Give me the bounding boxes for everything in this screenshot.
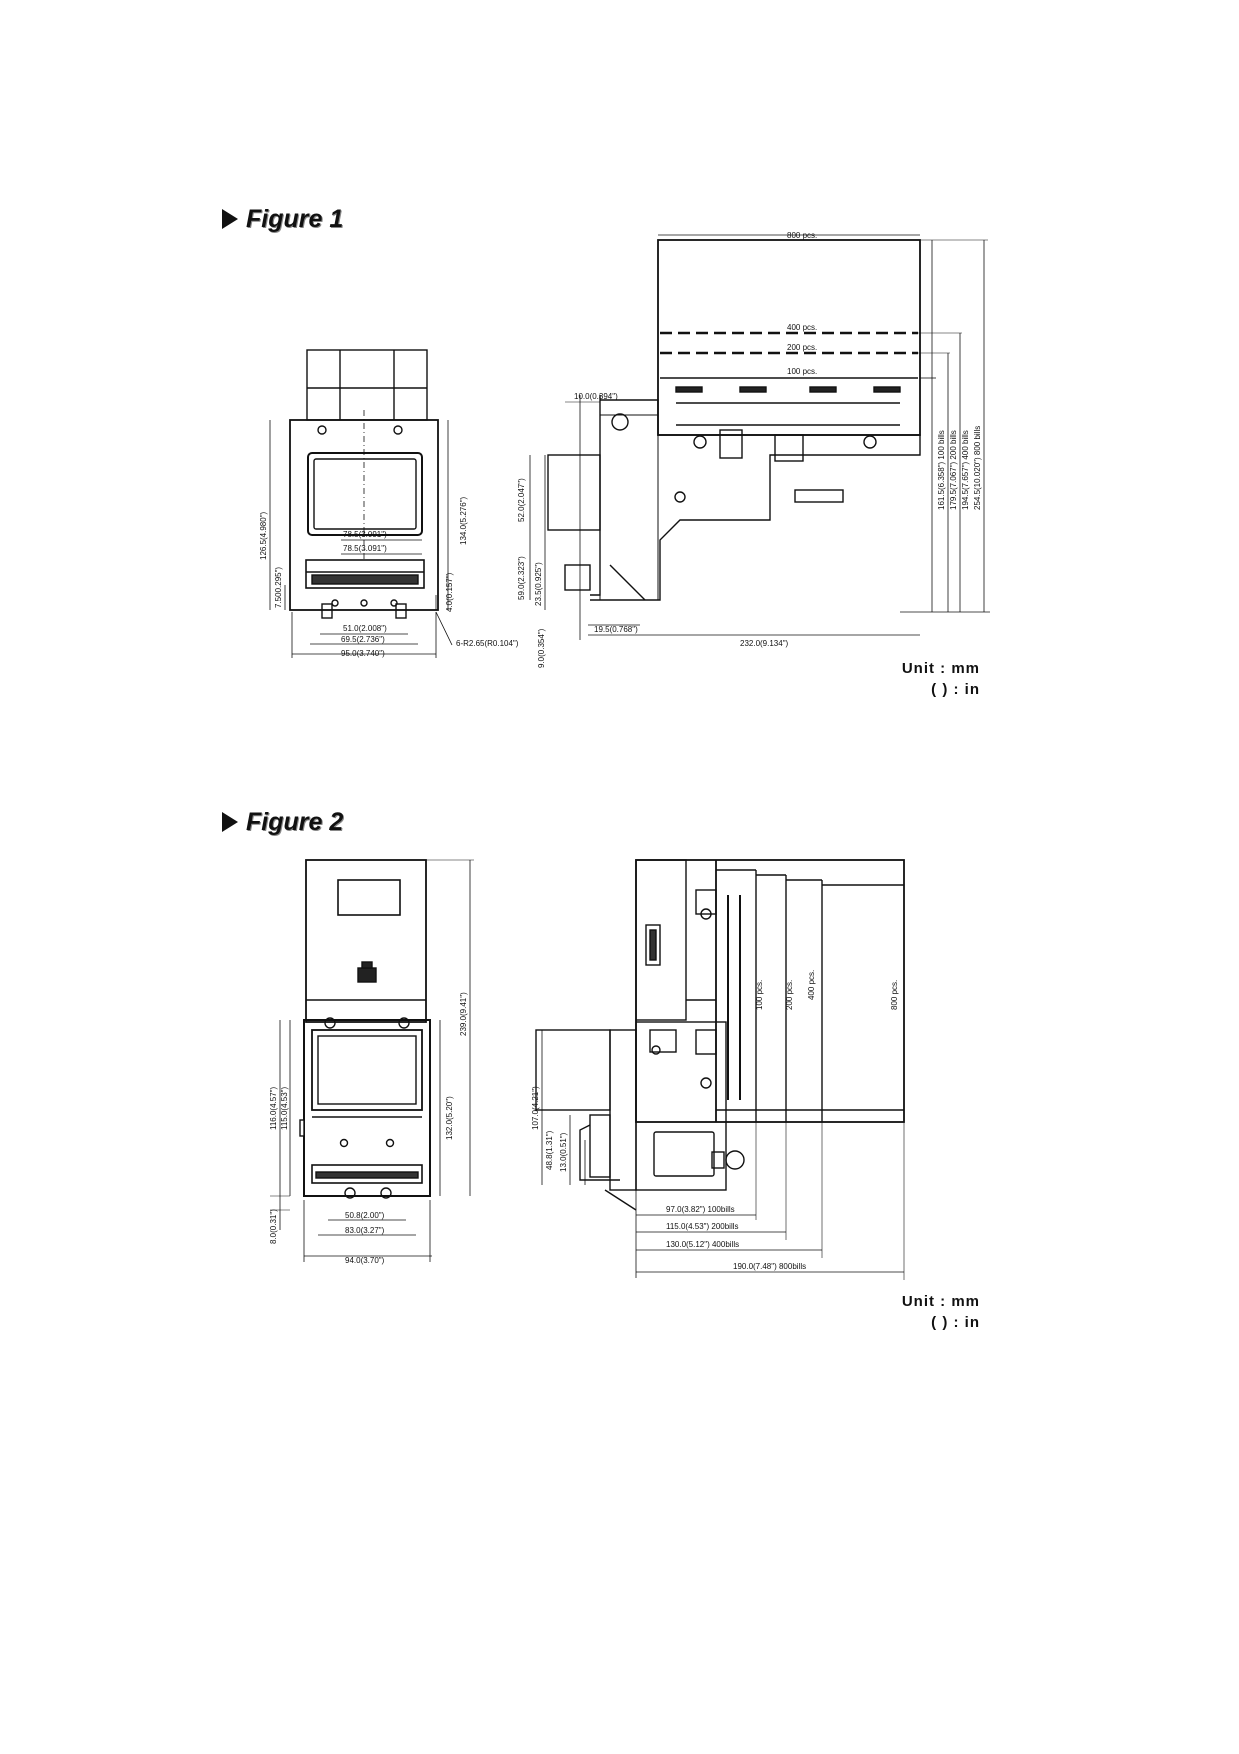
dim-label: 78.5(3.091") xyxy=(343,530,387,539)
dim-label: 51.0(2.008") xyxy=(343,624,387,633)
fig1-side-view xyxy=(529,234,990,640)
dim-label: 95.0(3.740") xyxy=(341,649,385,658)
triangle-bullet-icon xyxy=(222,209,238,229)
dim-label: 10.0(0.394") xyxy=(574,392,618,401)
dim-label: 130.0(5.12") 400bills xyxy=(666,1240,739,1249)
dim-label: 50.8(2.00") xyxy=(345,1211,385,1220)
dim-label: 132.0(5.20") xyxy=(445,1096,454,1140)
dim-label: 194.5(7.657") 400 bills xyxy=(961,430,970,510)
dim-label: 254.5(10.020") 800 bills xyxy=(973,426,982,510)
dim-label: 48.8(1.31") xyxy=(545,1130,554,1170)
dim-label: 52.0(2.047") xyxy=(517,478,526,522)
dim-label: 190.0(7.48") 800bills xyxy=(733,1262,806,1271)
pcs-label: 800 pcs. xyxy=(890,980,899,1010)
dim-label: 232.0(9.134") xyxy=(740,639,789,648)
pcs-label: 400 pcs. xyxy=(807,970,816,1000)
dim-label: 59.0(2.323") xyxy=(517,556,526,600)
dim-label: 8.0(0.31") xyxy=(269,1209,278,1244)
pcs-label: 100 pcs. xyxy=(787,367,817,376)
triangle-bullet-icon xyxy=(222,812,238,832)
dim-label: 7.500.295") xyxy=(274,567,283,608)
dim-label: 19.5(0.768") xyxy=(594,625,638,634)
dim-label: 83.0(3.27") xyxy=(345,1226,385,1235)
fig1-front-view xyxy=(269,349,453,658)
dim-label: 13.0(0.51") xyxy=(559,1132,568,1172)
pcs-label: 200 pcs. xyxy=(785,980,794,1010)
figure2-title: Figure 2 xyxy=(222,808,343,837)
dim-label: 115.0(4.53") xyxy=(280,1087,289,1131)
dim-label: 161.5(6.358") 100 bills xyxy=(937,430,946,510)
dim-label: 126.5(4.980") xyxy=(259,511,268,560)
dim-label: 107.0(4.21") xyxy=(531,1086,540,1130)
dim-label: 9.0(0.354") xyxy=(537,628,546,668)
dim-label: 6-R2.65(R0.104") xyxy=(456,639,519,648)
dim-label: 94.0(3.70") xyxy=(345,1256,385,1265)
dim-label: 97.0(3.82") 100bills xyxy=(666,1205,735,1214)
figure1-unit-legend: Unit : mm ( ) : in xyxy=(901,660,980,698)
dim-label: 4.0(0.157") xyxy=(445,572,454,612)
figure2-unit-legend: Unit : mm ( ) : in xyxy=(901,1293,980,1331)
dim-label: 239.0(9.41") xyxy=(459,992,468,1036)
figure1-title: Figure 1 xyxy=(222,205,343,234)
fig2-side-view xyxy=(535,859,905,1280)
dim-label: 116.0(4.57") xyxy=(269,1087,278,1131)
pcs-label: 800 pcs. xyxy=(787,231,817,240)
dim-label: 179.5(7.067") 200 bills xyxy=(949,430,958,510)
dim-label: 134.0(5.276") xyxy=(459,496,468,545)
dim-label: 78.5(3.091") xyxy=(343,544,387,553)
pcs-label: 100 pcs. xyxy=(755,980,764,1010)
dim-label: 115.0(4.53") 200bills xyxy=(666,1222,739,1231)
fig2-front-view xyxy=(270,859,474,1262)
dim-label: 69.5(2.736") xyxy=(341,635,385,644)
dim-label: 23.5(0.925") xyxy=(534,562,543,606)
pcs-label: 200 pcs. xyxy=(787,343,817,352)
pcs-label: 400 pcs. xyxy=(787,323,817,332)
